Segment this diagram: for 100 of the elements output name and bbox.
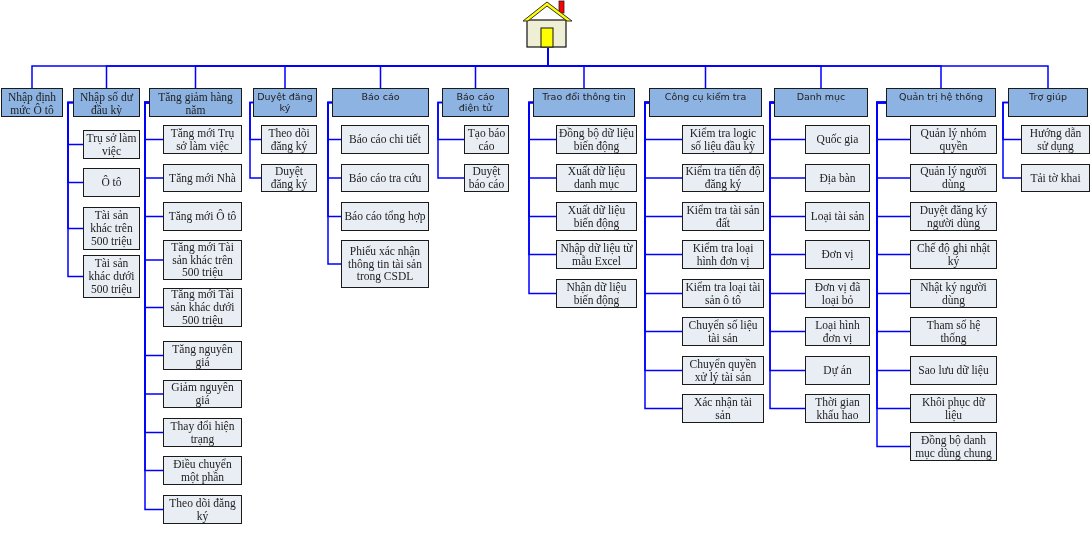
menu-label: Duyệt báo cáo xyxy=(467,165,506,191)
submenu-box xyxy=(910,164,997,192)
menu-label: Báo cáo tổng hợp xyxy=(344,210,426,223)
menu-label: Kiểm tra tài sản đất xyxy=(685,203,761,230)
menu-box xyxy=(1008,88,1088,117)
connector-line xyxy=(528,101,557,295)
menu-label: Nhật ký người dùng xyxy=(919,280,988,307)
menu-label: Tăng mới Tài sản khác trên 500 triệu xyxy=(170,240,235,280)
submenu-box xyxy=(556,279,637,308)
submenu-box xyxy=(910,279,997,308)
menu-label: Quốc gia xyxy=(816,133,859,146)
submenu-box xyxy=(805,125,870,154)
submenu-box xyxy=(163,240,242,280)
submenu-box xyxy=(163,341,242,370)
menu-label: Kiểm tra logic số liệu đầu kỳ xyxy=(688,126,758,153)
menu-label: Tăng mới Trụ sở làm việc xyxy=(169,126,236,153)
submenu-box xyxy=(805,317,870,346)
connector-line xyxy=(327,101,342,265)
menu-label: Tăng nguyên giá xyxy=(171,342,234,369)
menu-label: Đồng bộ danh mục dùng chung xyxy=(914,433,993,460)
menu-label: Chuyển quyền xử lý tài sản xyxy=(688,357,758,384)
submenu-box xyxy=(163,418,242,447)
submenu-box xyxy=(910,125,997,154)
submenu-box xyxy=(682,356,764,385)
menu-label: Quản lý nhóm quyền xyxy=(919,126,988,153)
menu-box xyxy=(649,88,762,117)
menu-label: Nhập số dư đầu kỳ xyxy=(79,91,135,117)
submenu-box xyxy=(910,240,997,269)
menu-label: Tăng mới Tài sản khác dưới 500 triệu xyxy=(169,288,236,327)
menu-label: Kiểm tra loại hình đơn vị xyxy=(691,241,755,268)
menu-label: Tải tờ khai xyxy=(1030,171,1081,185)
menu-label: Xác nhận tài sản xyxy=(692,395,754,422)
submenu-box xyxy=(805,202,870,231)
submenu-box xyxy=(163,202,242,231)
connector-line xyxy=(1002,101,1022,179)
menu-label: Tài sản khác trên 500 triệu xyxy=(89,209,134,248)
menu-label: Tăng mới Nhà xyxy=(169,171,236,185)
menu-label: Khôi phục dữ liệu xyxy=(920,395,987,422)
menu-label: Trợ giúp xyxy=(1029,92,1067,103)
menu-box xyxy=(149,88,242,117)
menu-box xyxy=(1,88,63,117)
submenu-box xyxy=(163,456,242,485)
submenu-box xyxy=(682,240,764,269)
menu-box xyxy=(442,88,509,117)
connector-line xyxy=(437,101,465,179)
submenu-box xyxy=(163,125,242,154)
menu-label: Tăng mới Ô tô xyxy=(168,210,237,223)
submenu-box xyxy=(805,356,870,385)
menu-label: Điều chuyển một phần xyxy=(172,457,233,484)
menu-label: Theo dõi đăng ký xyxy=(168,496,237,523)
submenu-box xyxy=(83,207,140,250)
submenu-box xyxy=(682,317,764,346)
menu-label: Tài sản khác dưới 500 triệu xyxy=(87,257,136,296)
submenu-box xyxy=(682,394,764,423)
menu-label: Duyệt đăng ký người dùng xyxy=(918,203,989,230)
submenu-box xyxy=(341,240,429,288)
submenu-box xyxy=(910,356,997,385)
submenu-box xyxy=(163,288,242,327)
menu-label: Đơn vị đã loại bỏ xyxy=(813,280,862,307)
menu-box xyxy=(332,88,429,117)
menu-label: Báo cáo chi tiết xyxy=(349,133,421,146)
menu-label: Nhập dữ liệu từ mẫu Excel xyxy=(559,241,634,268)
menu-box xyxy=(533,88,635,117)
submenu-box xyxy=(163,380,242,408)
submenu-box xyxy=(805,240,870,269)
submenu-box xyxy=(341,125,429,154)
menu-label: Duyệt đăng ký xyxy=(256,92,314,114)
menu-label: Duyệt đăng ký xyxy=(269,165,309,191)
menu-box xyxy=(73,88,140,117)
menu-label: Trao đổi thông tin xyxy=(542,92,626,103)
menu-label: Thời gian khấu hao xyxy=(814,395,861,422)
menu-label: Loại tài sản xyxy=(810,210,865,223)
menu-label: Giảm nguyên giá xyxy=(170,381,235,407)
submenu-box xyxy=(910,317,997,346)
submenu-box xyxy=(910,394,997,423)
submenu-box xyxy=(341,164,429,192)
menu-label: Ô tô xyxy=(101,176,122,189)
menu-label: Danh mục xyxy=(796,92,846,103)
menu-label: Xuất dữ liệu danh mục xyxy=(566,165,627,191)
submenu-box xyxy=(1021,164,1090,192)
menu-label: Dự án xyxy=(823,364,852,377)
menu-label: Trụ sở làm việc xyxy=(86,131,137,158)
submenu-box xyxy=(805,394,870,423)
house-drawing xyxy=(522,0,574,48)
menu-label: Loại hình đơn vị xyxy=(814,318,861,345)
menu-label: Báo cáo tra cứu xyxy=(348,171,422,185)
submenu-box xyxy=(805,279,870,308)
menu-label: Theo dõi đăng ký xyxy=(267,126,311,153)
menu-label: Kiểm tra tiến độ đăng ký xyxy=(685,165,761,191)
menu-label: Tăng giảm hàng năm xyxy=(157,91,234,117)
connector-line xyxy=(249,101,262,179)
menu-label: Tham số hệ thống xyxy=(925,318,982,345)
menu-label: Nhập định mức Ô tô xyxy=(6,91,58,117)
menu-box xyxy=(886,88,996,117)
menu-label: Sao lưu dữ liệu xyxy=(918,364,989,377)
menu-label: Chuyển số liệu tài sản xyxy=(687,318,759,345)
submenu-box xyxy=(1021,125,1090,154)
menu-box xyxy=(774,88,868,117)
menu-label: Đồng bộ dữ liệu biến động xyxy=(559,126,634,153)
menu-label: Địa bàn xyxy=(819,171,856,185)
